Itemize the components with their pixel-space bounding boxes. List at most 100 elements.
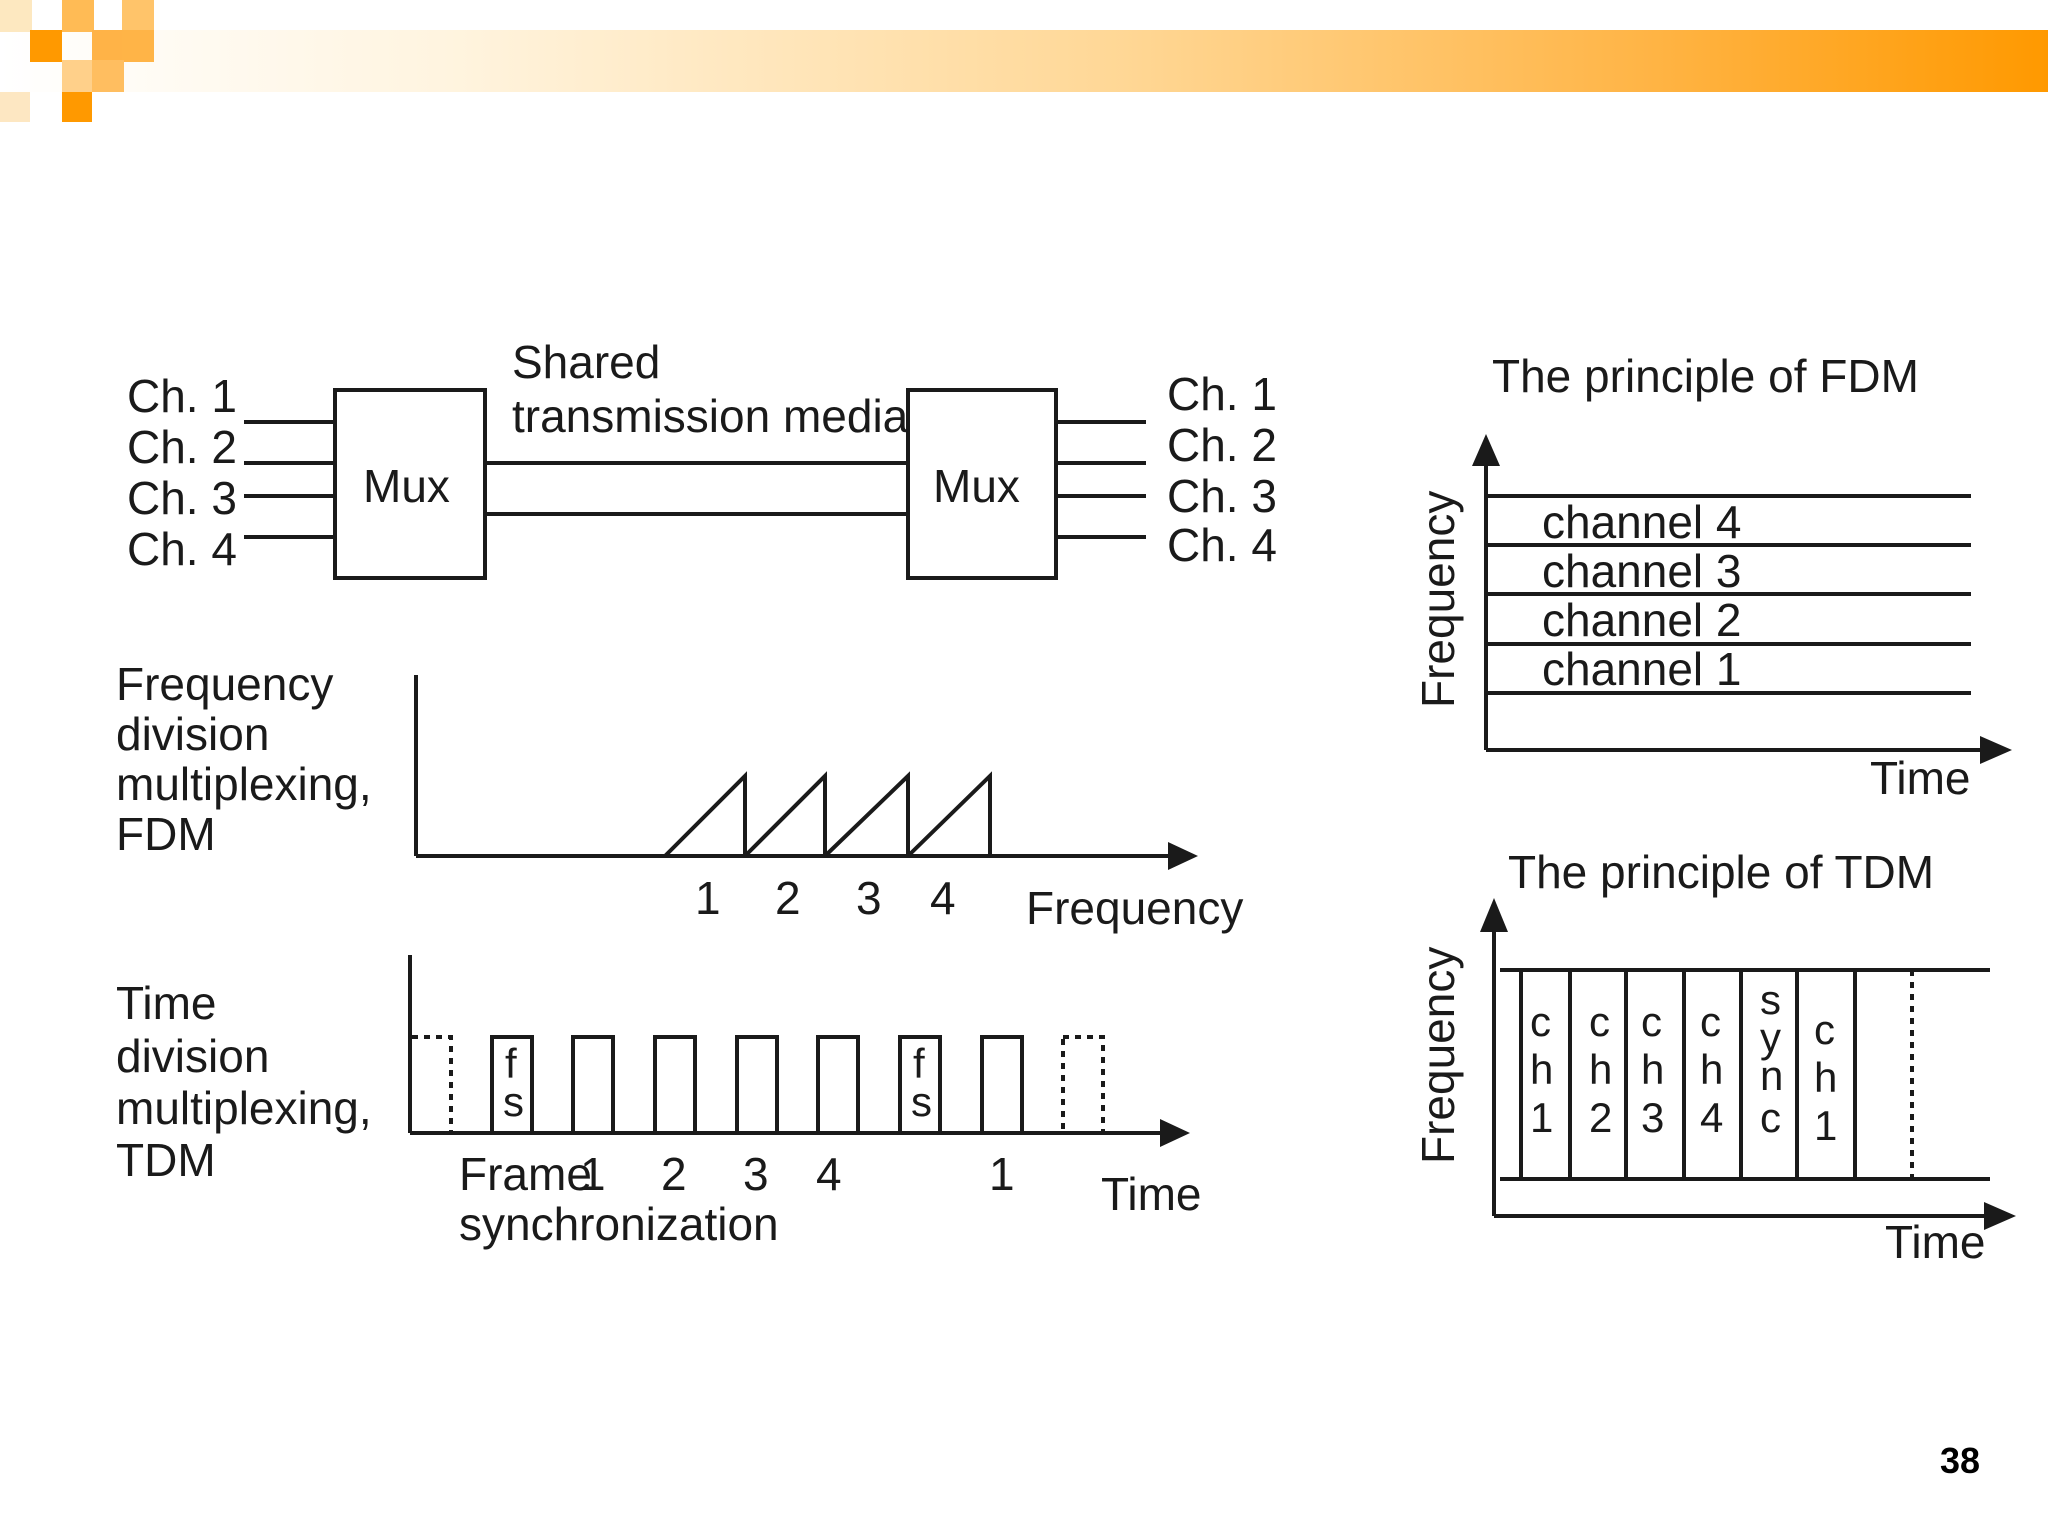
logo-square: [62, 0, 94, 32]
fdm-principle-y-label: Frequency: [1412, 491, 1464, 708]
tdm-x-arrowhead: [1160, 1119, 1190, 1147]
tdm-slot-letter: 1: [1530, 1094, 1553, 1141]
tdm-slot-letter: c: [1530, 998, 1551, 1045]
tdm-sync-slot: [898, 1035, 942, 1135]
logo-square: [62, 92, 92, 122]
output-channel-label: Ch. 2: [1167, 419, 1277, 471]
output-channel-label: Ch. 3: [1167, 470, 1277, 522]
fdm-label: FDM: [116, 808, 216, 860]
mux-right-label: Mux: [933, 460, 1020, 512]
tdm-slot-letter: c: [1760, 1094, 1781, 1141]
fdm-channel-number: 2: [775, 872, 801, 924]
fdm-label: division: [116, 708, 269, 760]
tdm-label: Time: [116, 977, 217, 1029]
fdm-label: Frequency: [116, 658, 333, 710]
tdm-label: division: [116, 1030, 269, 1082]
logo-square: [92, 60, 124, 92]
mux-left-label: Mux: [363, 460, 450, 512]
fdm-label: multiplexing,: [116, 758, 372, 810]
fdm-principle-x-arrowhead: [1980, 736, 2012, 764]
fdm-channel-band: [823, 771, 910, 858]
tdm-timeline: Time division multiplexing, TDM f s f: [116, 955, 1202, 1250]
tdm-slot-label: c h 3: [1641, 998, 1664, 1141]
tdm-sync-glyph: f: [505, 1040, 517, 1087]
tdm-principle-y-arrowhead: [1480, 898, 1508, 932]
tdm-slot: [653, 1035, 697, 1135]
tdm-slot: [735, 1035, 779, 1135]
tdm-slot-letter: h: [1589, 1046, 1612, 1093]
tdm-principle-title: The principle of TDM: [1508, 846, 1934, 898]
input-channel-label: Ch. 4: [127, 523, 237, 575]
fdm-principle-x-label: Time: [1870, 752, 1971, 804]
tdm-sync-glyph: f: [913, 1040, 925, 1087]
tdm-next-slot-dotted: [1061, 1035, 1105, 1135]
fdm-spectrum: Frequency division multiplexing, FDM 1 2…: [116, 658, 1243, 934]
logo-square: [0, 92, 30, 122]
fdm-channel-band: [663, 771, 747, 858]
shared-media-label: Shared: [512, 336, 660, 388]
tdm-slot-letter: s: [1760, 976, 1781, 1023]
shared-media-label: transmission media: [512, 390, 909, 442]
tdm-frame-label: Frame: [459, 1148, 592, 1200]
fdm-band-label: channel 3: [1542, 545, 1742, 597]
tdm-slot-letter: 3: [1641, 1094, 1664, 1141]
input-channel-label: Ch. 2: [127, 421, 237, 473]
fdm-channel-band: [906, 771, 992, 858]
tdm-slot-letter: y: [1760, 1014, 1781, 1061]
tdm-slot-label: c h 4: [1700, 998, 1723, 1141]
tdm-slot-letter: 1: [1814, 1102, 1837, 1149]
tdm-principle-x-arrowhead: [1984, 1202, 2016, 1230]
tdm-slot: [571, 1035, 615, 1135]
fdm-channel-number: 3: [856, 872, 882, 924]
tdm-slot-letter: h: [1530, 1046, 1553, 1093]
fdm-channel-number: 1: [695, 872, 721, 924]
fdm-band-label: channel 2: [1542, 594, 1742, 646]
tdm-label: multiplexing,: [116, 1082, 372, 1134]
input-channel-label: Ch. 1: [127, 370, 237, 422]
tdm-slot-letter: c: [1589, 998, 1610, 1045]
tdm-slot: [980, 1035, 1024, 1135]
tdm-prev-slot-dotted: [412, 1035, 453, 1133]
fdm-axis-label: Frequency: [1026, 882, 1243, 934]
tdm-sync-label: synchronization: [459, 1198, 779, 1250]
tdm-slot-letter: h: [1700, 1046, 1723, 1093]
tdm-slot-letter: c: [1700, 998, 1721, 1045]
tdm-axis-label: Time: [1101, 1168, 1202, 1220]
page-number: 38: [1939, 1440, 1980, 1481]
logo-square: [62, 60, 94, 92]
mux-left-box: [333, 388, 487, 580]
logo-square: [0, 0, 32, 32]
tdm-slot-number: 1: [989, 1148, 1015, 1200]
tdm-slot-number: 4: [816, 1148, 842, 1200]
fdm-x-arrowhead: [1168, 842, 1198, 870]
tdm-slot-number: 3: [743, 1148, 769, 1200]
logo-square: [122, 0, 154, 32]
header-gradient-bar: [0, 30, 2048, 92]
tdm-slot: [816, 1035, 860, 1135]
tdm-principle-x-label: Time: [1885, 1216, 1986, 1268]
tdm-slot-label: c h 2: [1589, 998, 1612, 1141]
tdm-slot-label: s y n c: [1760, 976, 1783, 1141]
logo-square: [92, 30, 124, 62]
tdm-slot-label: c h 1: [1530, 998, 1553, 1141]
logo-square: [122, 30, 154, 62]
fdm-band-label: channel 1: [1542, 643, 1742, 695]
fdm-principle-title: The principle of FDM: [1492, 350, 1919, 402]
tdm-slot-label: c h 1: [1814, 1006, 1837, 1149]
fdm-principle-y-arrowhead: [1472, 434, 1500, 466]
tdm-principle-y-label: Frequency: [1412, 947, 1464, 1164]
tdm-slot-letter: c: [1641, 998, 1662, 1045]
tdm-slot-letter: n: [1760, 1052, 1783, 1099]
mux-right-box: [906, 388, 1058, 580]
output-channel-label: Ch. 4: [1167, 519, 1277, 571]
fdm-principle: The principle of FDM channel 4 channel 3…: [1412, 350, 2012, 804]
block-diagram: [244, 388, 1146, 580]
tdm-slot-letter: h: [1814, 1054, 1837, 1101]
fdm-channel-number: 4: [930, 872, 956, 924]
tdm-slot-letter: 2: [1589, 1094, 1612, 1141]
fdm-channel-band: [743, 771, 827, 858]
tdm-sync-slot: [490, 1035, 534, 1135]
output-channel-label: Ch. 1: [1167, 368, 1277, 420]
tdm-sync-glyph: s: [911, 1078, 932, 1125]
